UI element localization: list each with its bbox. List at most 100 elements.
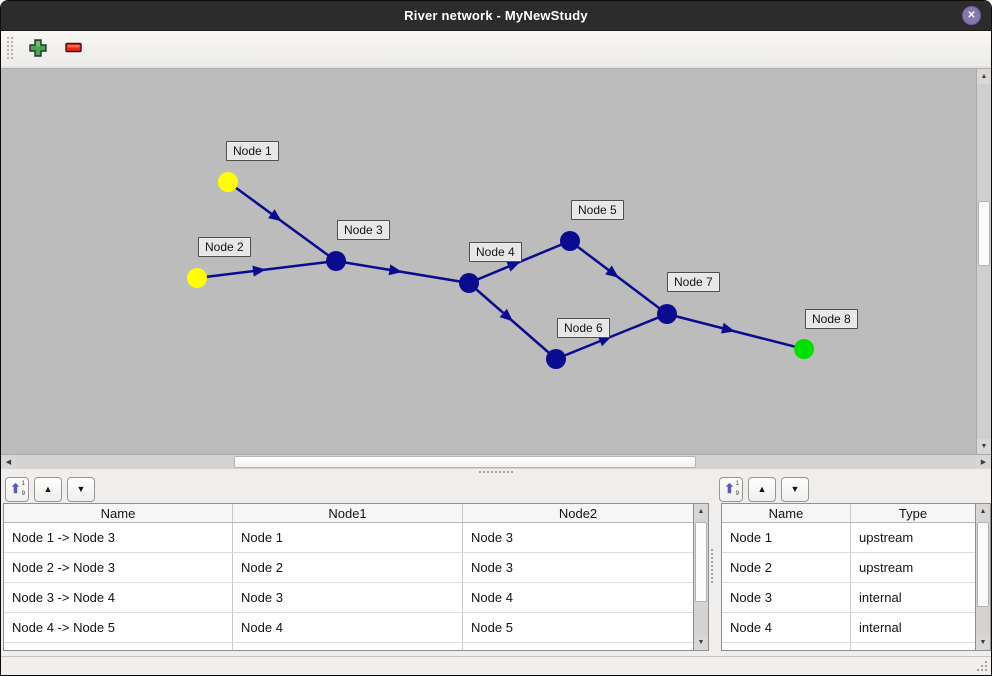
left-arrow-icon: ◀ [5,459,12,466]
reaches-table-scrollbar[interactable]: ▲ ▼ [694,503,709,651]
column-header[interactable]: Node1 [233,504,463,522]
up-arrow-icon: ▲ [697,508,705,515]
table-cell [4,643,233,650]
scrollbar-track[interactable] [977,84,991,439]
table-cell: Node 2 [233,553,463,582]
panel-splitter[interactable] [1,469,991,475]
table-cell: Node 4 [471,590,513,605]
node-label[interactable]: Node 1 [226,141,279,161]
move-down-button[interactable]: ▼ [781,476,809,502]
toolbar-drag-handle[interactable] [7,36,13,59]
table-cell: Node 1 [233,523,463,552]
table-cell: Node 3 -> Node 4 [4,583,233,612]
scroll-right-button[interactable]: ▶ [976,455,991,469]
scrollbar-track[interactable] [694,519,708,635]
table-cell: internal [859,620,902,635]
sort-button[interactable]: ⬆ 1 9 [719,476,743,502]
resize-grip-icon[interactable] [977,661,987,671]
scroll-down-button[interactable]: ▼ [976,635,990,650]
table-cell: upstream [859,560,914,575]
remove-button[interactable] [63,37,85,59]
right-arrow-icon: ▶ [980,459,987,466]
main-toolbar [1,31,991,69]
node-label[interactable]: Node 3 [337,220,390,240]
table-cell: Node 4 [722,613,851,642]
sort-ascending-icon: ⬆ 1 9 [724,481,739,497]
node-label[interactable]: Node 7 [667,272,720,292]
scroll-up-button[interactable]: ▲ [977,69,991,84]
scrollbar-track[interactable] [16,455,976,469]
table-row[interactable]: Node 4 internal [722,613,975,643]
graph-node[interactable] [657,304,677,324]
column-header[interactable]: Type [898,505,928,521]
green-plus-icon [29,38,47,57]
table-header-row: Name Type [722,504,975,523]
scroll-down-button[interactable]: ▼ [977,439,991,454]
scroll-left-button[interactable]: ◀ [1,455,16,469]
scrollbar-thumb[interactable] [978,201,990,266]
node-label[interactable]: Node 8 [805,309,858,329]
graph-node[interactable] [459,273,479,293]
titlebar[interactable]: River network - MyNewStudy ✕ [1,1,991,31]
scrollbar-thumb[interactable] [977,522,989,607]
add-button[interactable] [27,37,49,59]
table-cell [463,643,693,650]
status-bar [1,656,991,675]
move-up-button[interactable]: ▲ [34,476,62,502]
node-label[interactable]: Node 6 [557,318,610,338]
scroll-up-button[interactable]: ▲ [976,504,990,519]
edge-arrow-icon [720,322,735,334]
table-cell: upstream [859,530,914,545]
node-label[interactable]: Node 2 [198,237,251,257]
graph-horizontal-scrollbar[interactable]: ◀ ▶ [1,454,991,469]
graph-vertical-scrollbar[interactable]: ▲ ▼ [976,69,991,454]
graph-svg [187,172,814,369]
edge-arrow-icon [499,308,514,322]
graph-node[interactable] [546,349,566,369]
close-button[interactable]: ✕ [962,6,981,25]
graph-canvas[interactable]: Node 1 Node 2 Node 3 Node 4 Node 5 Node 6 Node… [1,69,976,454]
move-up-button[interactable]: ▲ [748,476,776,502]
sort-button[interactable]: ⬆ 1 9 [5,476,29,502]
graph-node[interactable] [218,172,238,192]
down-arrow-icon: ▼ [76,484,86,494]
red-minus-icon [65,42,82,52]
tables-splitter[interactable] [709,475,715,656]
graph-node[interactable] [560,231,580,251]
table-cell: Node 4 -> Node 5 [4,613,233,642]
scrollbar-track[interactable] [976,519,990,635]
node-label[interactable]: Node 4 [469,242,522,262]
edge-arrow-icon [597,336,612,347]
scrollbar-thumb[interactable] [234,456,696,468]
sort-ascending-icon: ⬆ 1 9 [10,481,25,497]
graph-node[interactable] [187,268,207,288]
nodes-table-scrollbar[interactable]: ▲ ▼ [976,503,991,651]
node-label[interactable]: Node 5 [571,200,624,220]
table-empty-row [722,643,975,650]
edge-arrow-icon [252,265,267,277]
graph-area: Node 1 Node 2 Node 3 Node 4 Node 5 Node 6 Node… [1,69,991,454]
window-title: River network - MyNewStudy [404,8,588,23]
move-down-button[interactable]: ▼ [67,476,95,502]
scrollbar-thumb[interactable] [695,522,707,602]
column-header[interactable]: Name [722,504,851,522]
column-header[interactable]: Node2 [558,505,598,521]
down-arrow-icon: ▼ [697,639,705,646]
scroll-down-button[interactable]: ▼ [694,635,708,650]
column-header[interactable]: Name [4,504,233,522]
graph-node[interactable] [794,339,814,359]
graph-node[interactable] [326,251,346,271]
scroll-up-button[interactable]: ▲ [694,504,708,519]
